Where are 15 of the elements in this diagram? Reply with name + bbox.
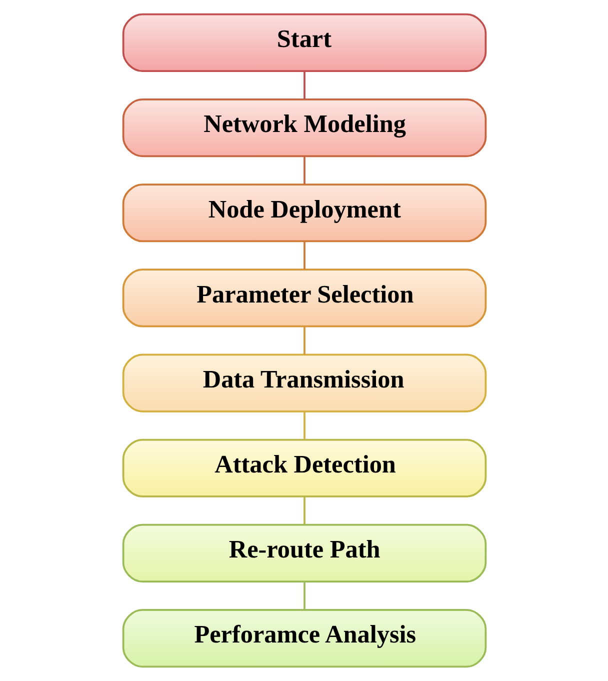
node-box: Node Deployment (122, 184, 486, 242)
connector (303, 326, 305, 354)
node-box: Start (122, 13, 486, 72)
connector (303, 156, 305, 184)
node-box: Re-route Path (122, 524, 486, 583)
node-box: Perforamce Analysis (122, 608, 486, 668)
node-box: Attack Detection (122, 438, 486, 498)
connector (303, 582, 305, 610)
connector (303, 412, 305, 440)
connector (303, 72, 305, 100)
connector (303, 242, 305, 270)
node-box: Network Modeling (122, 98, 486, 158)
node-box: Data Transmission (122, 354, 486, 412)
connector (303, 496, 305, 524)
node-box: Parameter Selection (122, 268, 486, 328)
